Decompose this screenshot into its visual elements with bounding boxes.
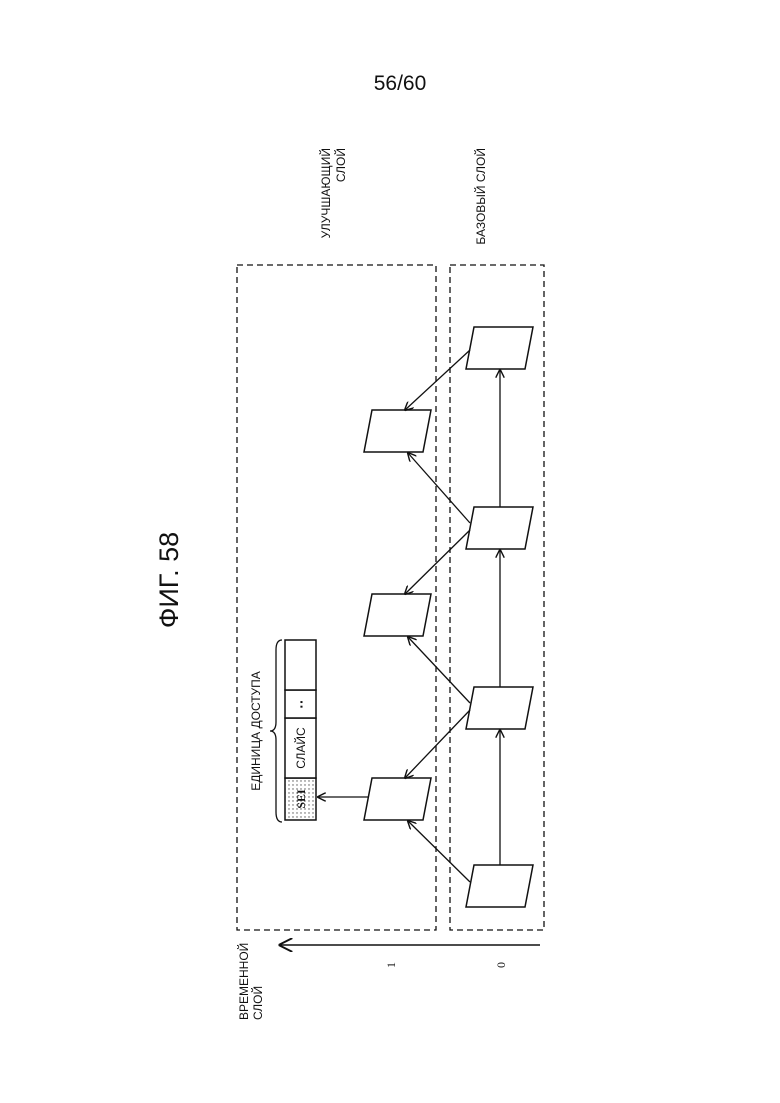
temporal-layer-label-line1: ВРЕМЕННОЙ — [236, 943, 251, 1020]
base-picture-1 — [466, 327, 533, 369]
sei-cell-label: SEI — [294, 789, 308, 809]
access-unit-brace — [270, 640, 282, 822]
enhancement-layer-label-line2: СЛОЙ — [333, 148, 348, 182]
enhancement-picture-3 — [364, 778, 431, 820]
ellipsis-cell-label: ·· — [293, 699, 309, 708]
interlayer-arrow-b3-e3 — [405, 710, 470, 778]
interlayer-arrow-b3-e2 — [408, 637, 470, 703]
temporal-tick-0: 0 — [494, 962, 508, 968]
interlayer-arrow-b1-e1 — [405, 350, 470, 410]
enhancement-layer-label-line1: УЛУЧШАЮЩИЙ — [318, 148, 333, 238]
interlayer-arrow-b2-e1 — [408, 453, 470, 523]
empty-cell — [285, 640, 316, 690]
temporal-tick-1: 1 — [384, 962, 398, 968]
access-unit: SEI СЛАЙС ·· — [285, 640, 316, 820]
enhancement-picture-1 — [364, 410, 431, 452]
base-picture-2 — [466, 507, 533, 549]
access-unit-label: ЕДИНИЦА ДОСТУПА — [249, 671, 263, 791]
slice-cell-label: СЛАЙС — [293, 727, 308, 769]
figure-title: ФИГ. 58 — [154, 532, 184, 628]
temporal-layer-label-line2: СЛОЙ — [250, 986, 265, 1020]
interlayer-arrow-b4-e3 — [408, 821, 470, 882]
interlayer-arrow-b2-e2 — [405, 530, 470, 594]
base-layer-label: БАЗОВЫЙ СЛОЙ — [473, 148, 488, 245]
base-picture-4 — [466, 865, 533, 907]
enhancement-picture-2 — [364, 594, 431, 636]
base-picture-3 — [466, 687, 533, 729]
